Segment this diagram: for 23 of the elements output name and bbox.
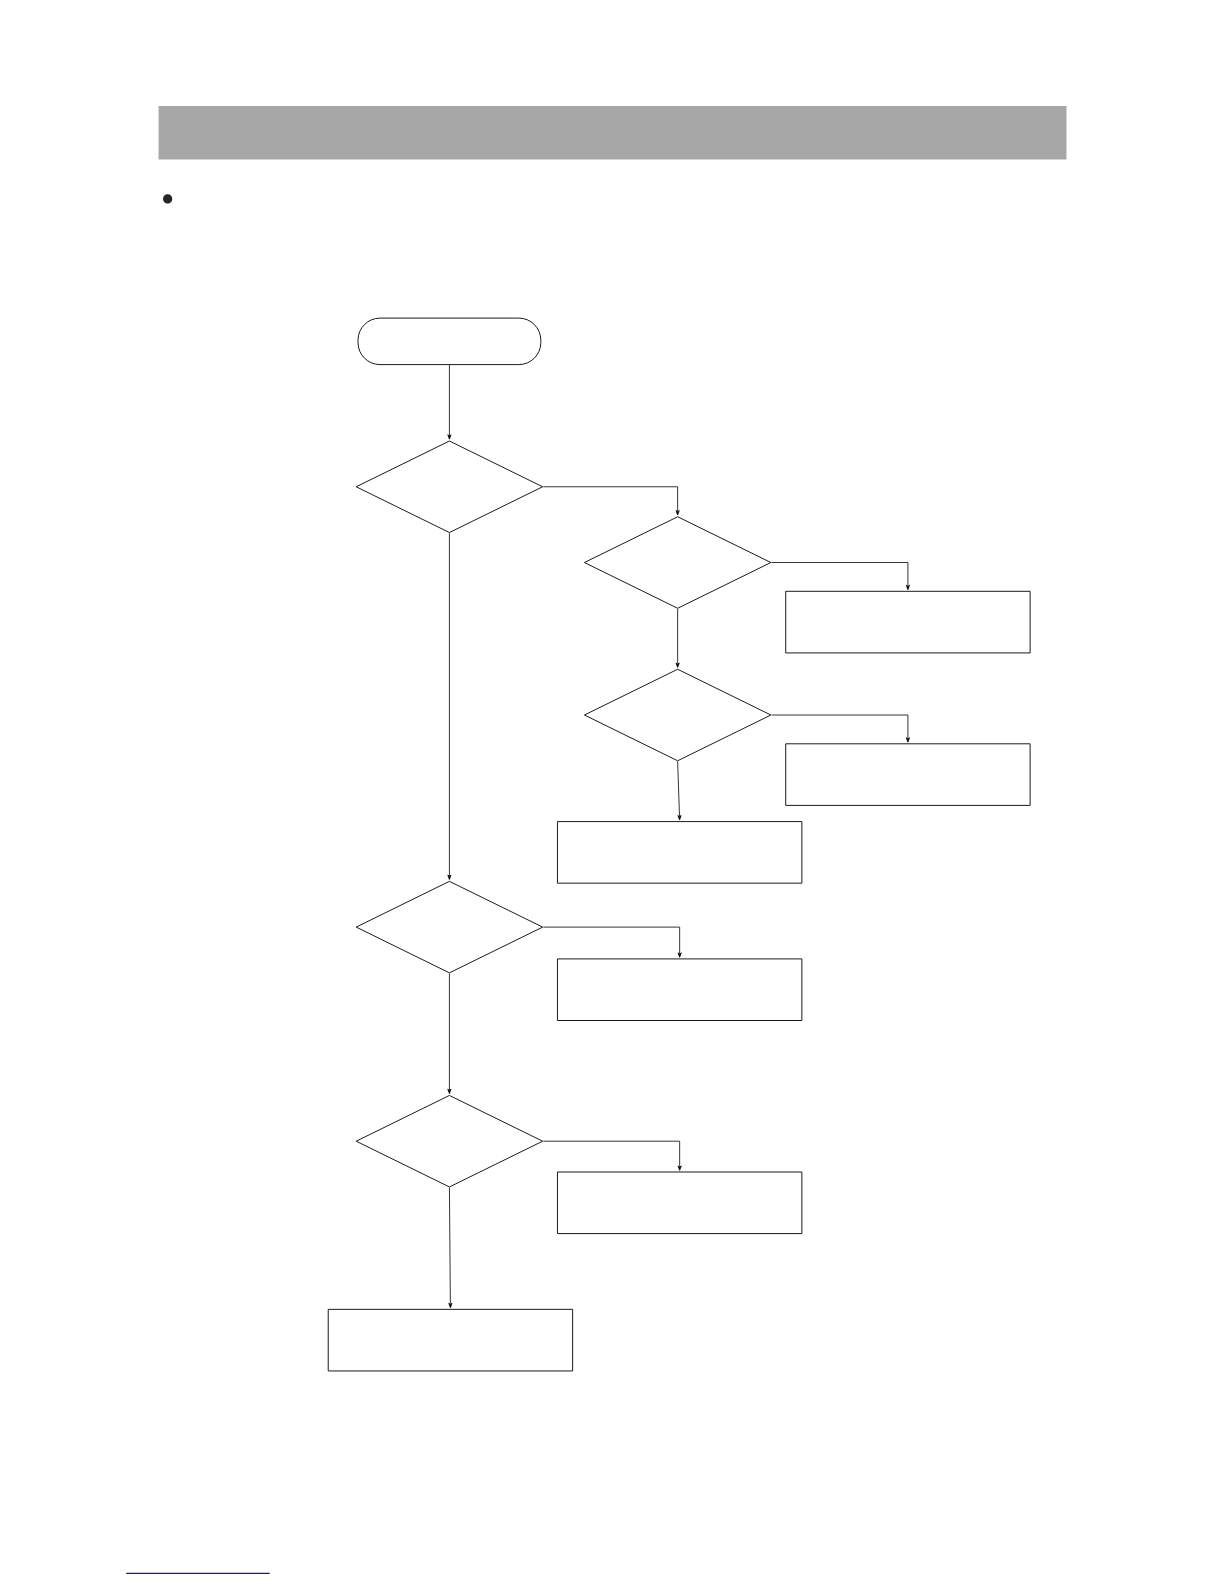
decision-diamond bbox=[583, 516, 772, 609]
terminal-shape bbox=[357, 317, 542, 366]
decision-diamond bbox=[355, 880, 544, 974]
process-box bbox=[557, 1171, 803, 1235]
arrow bbox=[675, 608, 680, 668]
decision-diamond bbox=[355, 1095, 544, 1188]
arrow bbox=[542, 926, 682, 958]
decision-diamond bbox=[355, 440, 544, 533]
arrow bbox=[771, 714, 910, 743]
arrow bbox=[542, 1140, 682, 1171]
process-box bbox=[785, 743, 1031, 806]
arrow bbox=[542, 486, 680, 516]
process-box bbox=[557, 821, 803, 884]
process-box bbox=[785, 590, 1031, 654]
process-box bbox=[557, 958, 803, 1021]
arrow bbox=[677, 761, 682, 821]
arrow bbox=[771, 562, 910, 591]
arrow bbox=[447, 364, 452, 440]
decision-diamond bbox=[583, 668, 772, 762]
arrow bbox=[447, 532, 452, 880]
process-box bbox=[327, 1308, 574, 1372]
arrow bbox=[448, 1187, 453, 1309]
arrow bbox=[447, 973, 452, 1094]
